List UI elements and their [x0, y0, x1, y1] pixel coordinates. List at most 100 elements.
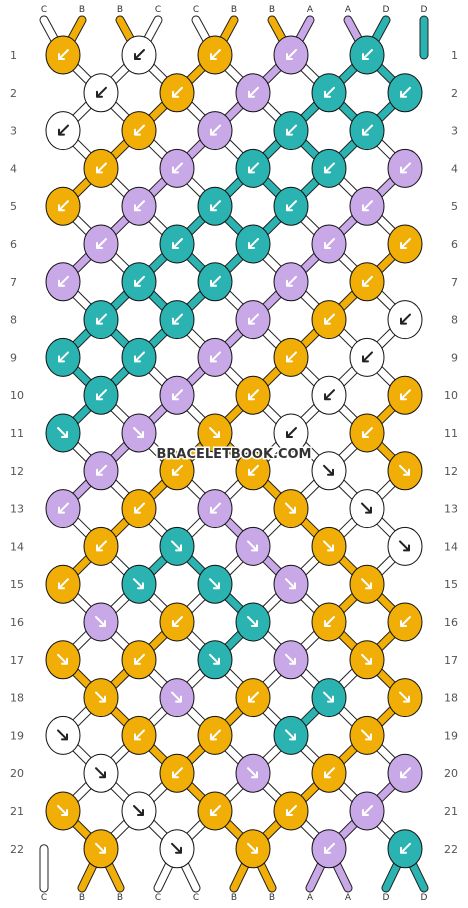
row-label-left: 7: [10, 276, 17, 289]
row-label-left: 14: [10, 540, 24, 553]
forward-knot-arrow-icon: [324, 767, 335, 779]
backward-knot-arrow-icon: [57, 805, 68, 816]
forward-knot-arrow-icon: [248, 691, 259, 703]
forward-knot-arrow-icon: [58, 275, 69, 287]
forward-knot-arrow-icon: [286, 351, 297, 363]
forward-knot-arrow-icon: [324, 389, 335, 401]
row-label-right: 3: [451, 125, 458, 138]
row-label-right: 14: [444, 540, 458, 553]
backward-knot-arrow-icon: [285, 729, 296, 741]
forward-knot-arrow-icon: [248, 389, 259, 401]
forward-knot-arrow-icon: [134, 200, 145, 212]
strand-label-bottom: B: [231, 893, 237, 903]
forward-knot-arrow-icon: [286, 805, 297, 816]
row-label-right: 4: [451, 162, 458, 175]
forward-knot-arrow-icon: [210, 49, 221, 60]
forward-knot-arrow-icon: [58, 578, 69, 590]
forward-knot-arrow-icon: [362, 427, 373, 438]
forward-knot-arrow-icon: [324, 238, 335, 249]
row-label-right: 5: [451, 200, 458, 213]
backward-knot-arrow-icon: [95, 767, 106, 779]
row-label-left: 5: [10, 200, 17, 213]
backward-knot-arrow-icon: [285, 578, 296, 590]
backward-knot-arrow-icon: [57, 653, 68, 665]
row-label-right: 20: [444, 767, 458, 780]
forward-knot-arrow-icon: [400, 389, 411, 401]
strand-label-bottom: C: [193, 893, 199, 903]
watermark: BRACELETBOOK.COM: [157, 447, 312, 462]
strand-label-top: A: [345, 5, 352, 15]
backward-knot-arrow-icon: [133, 805, 144, 816]
forward-knot-arrow-icon: [324, 842, 335, 854]
strand-label-bottom: D: [383, 893, 390, 903]
forward-knot-arrow-icon: [248, 86, 259, 98]
row-label-left: 6: [10, 238, 17, 251]
backward-knot-arrow-icon: [399, 691, 410, 703]
row-label-right: 21: [444, 805, 458, 818]
forward-knot-arrow-icon: [324, 162, 335, 174]
row-label-right: 9: [451, 351, 458, 364]
forward-knot-arrow-icon: [96, 540, 107, 552]
strand-label-bottom: A: [307, 893, 314, 903]
row-label-right: 19: [444, 729, 458, 742]
backward-knot-arrow-icon: [323, 691, 334, 703]
forward-knot-arrow-icon: [362, 49, 373, 60]
forward-knot-arrow-icon: [400, 313, 411, 325]
forward-knot-arrow-icon: [400, 767, 411, 779]
row-label-right: 15: [444, 578, 458, 591]
forward-knot-arrow-icon: [134, 124, 145, 136]
row-label-left: 3: [10, 125, 17, 138]
strand-label-top: B: [231, 5, 237, 15]
row-label-left: 1: [10, 49, 17, 62]
backward-knot-arrow-icon: [95, 842, 106, 854]
row-label-right: 2: [451, 87, 458, 100]
forward-knot-arrow-icon: [210, 502, 221, 514]
forward-knot-arrow-icon: [172, 238, 183, 249]
row-label-right: 17: [444, 654, 458, 667]
forward-knot-arrow-icon: [324, 86, 335, 98]
forward-knot-arrow-icon: [58, 351, 69, 363]
row-label-left: 22: [10, 843, 24, 856]
strand-label-top: D: [383, 5, 390, 15]
forward-knot-arrow-icon: [286, 49, 297, 60]
backward-knot-arrow-icon: [209, 653, 220, 665]
row-label-right: 22: [444, 843, 458, 856]
strand-label-top: D: [421, 5, 428, 15]
row-label-right: 18: [444, 692, 458, 705]
strand-label-bottom: B: [269, 893, 275, 903]
row-label-left: 10: [10, 389, 24, 402]
backward-knot-arrow-icon: [361, 502, 372, 514]
backward-knot-arrow-icon: [285, 502, 296, 514]
backward-knot-arrow-icon: [247, 616, 258, 627]
forward-knot-arrow-icon: [172, 389, 183, 401]
forward-knot-arrow-icon: [286, 124, 297, 136]
row-label-left: 20: [10, 767, 24, 780]
backward-knot-arrow-icon: [247, 842, 258, 854]
forward-knot-arrow-icon: [172, 767, 183, 779]
strand-label-bottom: C: [41, 893, 47, 903]
row-label-left: 4: [10, 162, 17, 175]
row-label-left: 21: [10, 805, 24, 818]
knot-grid: [45, 35, 423, 869]
forward-knot-arrow-icon: [96, 162, 107, 174]
forward-knot-arrow-icon: [248, 313, 259, 325]
strand-label-bottom: C: [155, 893, 161, 903]
forward-knot-arrow-icon: [134, 351, 145, 363]
forward-knot-arrow-icon: [400, 842, 411, 854]
forward-knot-arrow-icon: [400, 162, 411, 174]
forward-knot-arrow-icon: [96, 313, 107, 325]
forward-knot-arrow-icon: [96, 464, 107, 476]
strand-label-top: C: [155, 5, 161, 15]
backward-knot-arrow-icon: [285, 653, 296, 665]
backward-knot-arrow-icon: [171, 540, 182, 552]
forward-knot-arrow-icon: [172, 86, 183, 98]
forward-knot-arrow-icon: [324, 616, 335, 627]
row-label-right: 12: [444, 465, 458, 478]
row-label-right: 7: [451, 276, 458, 289]
backward-knot-arrow-icon: [247, 767, 258, 779]
strand-label-top: C: [193, 5, 199, 15]
row-label-right: 8: [451, 314, 458, 327]
forward-knot-arrow-icon: [400, 238, 411, 249]
backward-knot-arrow-icon: [399, 540, 410, 552]
